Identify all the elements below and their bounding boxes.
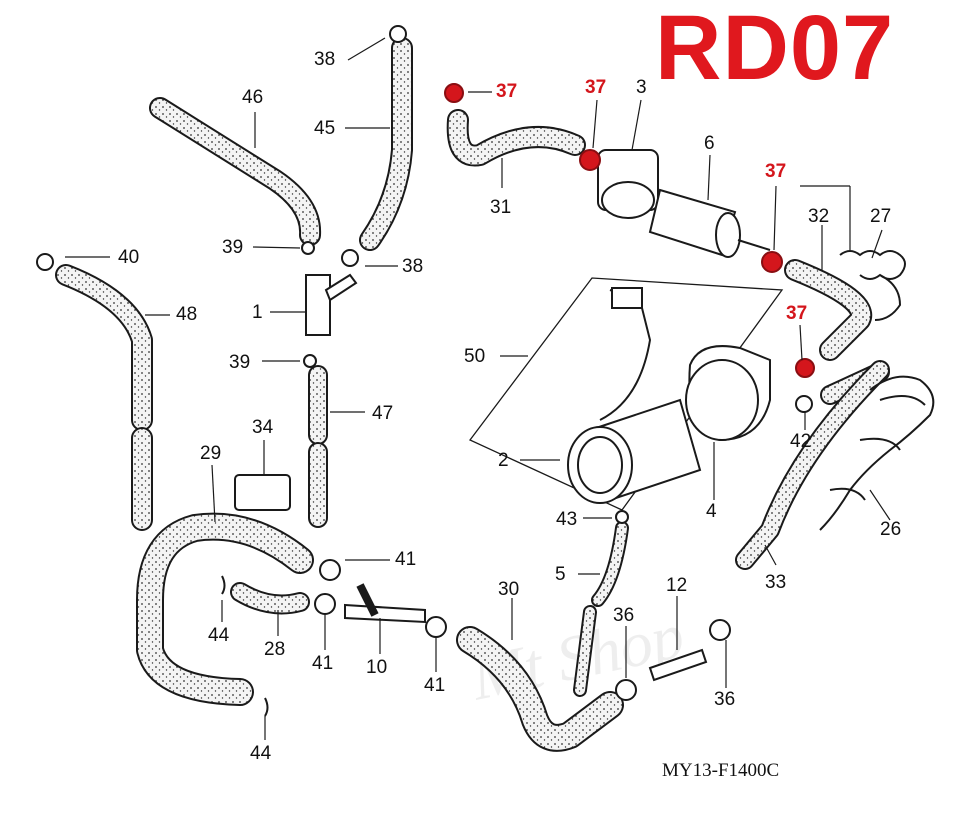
label-46: 46	[242, 87, 264, 108]
label-44b: 44	[250, 743, 272, 764]
label-39a: 39	[222, 237, 244, 258]
label-39b: 39	[229, 352, 251, 373]
label-26: 26	[880, 519, 902, 540]
spring-27	[839, 250, 906, 321]
label-38b: 38	[402, 256, 424, 277]
label-41c: 41	[424, 675, 446, 696]
label-45: 45	[314, 118, 336, 139]
joint-10	[344, 603, 426, 624]
label-31: 31	[490, 197, 512, 218]
label-28: 28	[264, 639, 286, 660]
label-37c: 37	[765, 161, 787, 182]
red-clamp-37d	[795, 358, 815, 378]
label-33: 33	[765, 572, 787, 593]
label-47: 47	[372, 403, 394, 424]
label-44a: 44	[208, 625, 230, 646]
label-38a: 38	[314, 49, 336, 70]
label-41b: 41	[312, 653, 334, 674]
label-10: 10	[366, 657, 388, 678]
label-41a: 41	[395, 549, 417, 570]
label-34: 34	[252, 417, 274, 438]
pump-outline-50	[468, 277, 784, 511]
joint-1	[305, 274, 331, 336]
label-36b: 36	[714, 689, 736, 710]
label-5: 5	[555, 564, 566, 585]
label-43: 43	[556, 509, 578, 530]
red-clamp-37b	[579, 149, 601, 171]
label-12: 12	[666, 575, 688, 596]
label-42: 42	[790, 431, 812, 452]
label-50: 50	[464, 346, 486, 367]
label-4: 4	[706, 501, 717, 522]
red-clamp-37a	[444, 83, 464, 103]
joint-12	[648, 648, 708, 682]
label-36a: 36	[613, 605, 635, 626]
label-48: 48	[176, 304, 198, 325]
label-6: 6	[704, 133, 715, 154]
label-2: 2	[498, 450, 509, 471]
page-title: RD07	[655, 0, 895, 99]
label-30: 30	[498, 579, 520, 600]
label-40: 40	[118, 247, 140, 268]
bracket-34	[234, 474, 291, 511]
label-1: 1	[252, 302, 263, 323]
label-29: 29	[200, 443, 222, 464]
spring-26	[819, 375, 935, 531]
label-37a: 37	[496, 81, 518, 102]
label-37b: 37	[585, 77, 607, 98]
diagram-code: MY13-F1400C	[662, 760, 780, 781]
red-clamp-37c	[761, 251, 783, 273]
label-27: 27	[870, 206, 892, 227]
label-32: 32	[808, 206, 830, 227]
label-37d: 37	[786, 303, 808, 324]
label-3: 3	[636, 77, 647, 98]
